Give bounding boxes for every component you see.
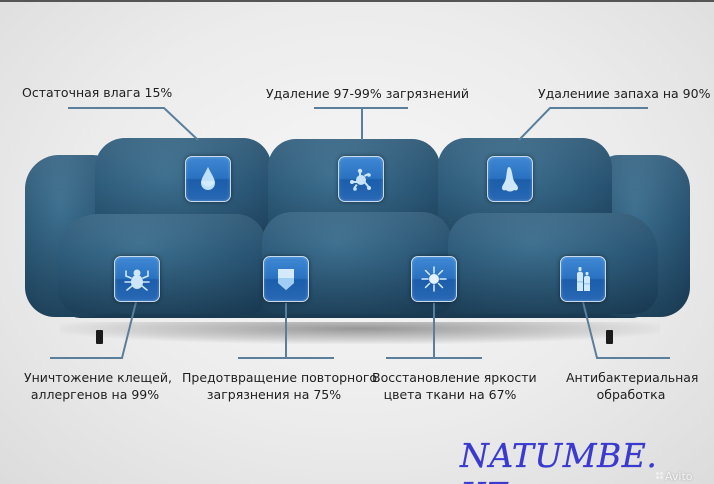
callout-text-line1: Восстановление яркости (372, 370, 537, 385)
spray-bottles-icon (577, 267, 590, 291)
callout-text-line1: Предотвращение повторного (182, 370, 378, 385)
nose-icon (502, 167, 518, 192)
sun-brightness-icon (421, 266, 447, 292)
icon-tile-mite-removal (114, 256, 160, 302)
callout-text-line2: обработка (596, 387, 666, 402)
callout-text-line1: Уничтожение клещей, (24, 370, 172, 385)
callout-label-odor-removal: Удалениие запаха на 90% (538, 85, 710, 102)
icon-tile-recontamination (263, 256, 309, 302)
dirt-splash-icon (350, 168, 371, 191)
avito-logo-icon (656, 472, 663, 480)
callout-text-line2: аллергенов на 99% (30, 387, 160, 402)
icon-tile-antibacterial (560, 256, 606, 302)
callout-label-color-restore: Восстановление яркости цвета ткани на 67… (372, 369, 537, 403)
icon-tile-dirt-removal (338, 156, 384, 202)
callout-text: Удаление 97-99% загрязнений (266, 86, 469, 101)
icon-tile-odor-removal (487, 156, 533, 202)
callout-text-line2: загрязнения на 75% (206, 387, 342, 402)
callout-text: Остаточная влага 15% (22, 85, 173, 100)
top-border (0, 0, 714, 2)
watermark-text: NATUMBE. KZ (460, 436, 658, 484)
callout-text: Удалениие запаха на 90% (538, 86, 711, 101)
icon-tile-moisture (185, 156, 231, 202)
floor-shadow (60, 322, 660, 344)
water-drop-icon (201, 167, 215, 190)
callout-label-dirt-removal: Удаление 97-99% загрязнений (266, 85, 469, 102)
sofa-seat-cushion-left (58, 214, 266, 314)
callout-label-mite-removal: Уничтожение клещей, аллергенов на 99% (24, 369, 172, 403)
shield-icon (278, 269, 294, 290)
callout-label-antibacterial: Антибактериальная обработка (566, 369, 699, 403)
mite-bug-icon (124, 269, 150, 291)
callout-text-line1: Антибактериальная (566, 370, 699, 385)
sofa-seat-cushion-right (448, 213, 658, 314)
callout-label-moisture: Остаточная влага 15% (22, 84, 172, 101)
icon-tile-color-restore (411, 256, 457, 302)
sofa-leg-right (606, 330, 613, 344)
callout-label-recontamination: Предотвращение повторного загрязнения на… (182, 369, 378, 403)
callout-text-line2: цвета ткани на 67% (383, 387, 517, 402)
source-badge: Avito (665, 470, 693, 483)
sofa-leg-left (96, 330, 103, 344)
